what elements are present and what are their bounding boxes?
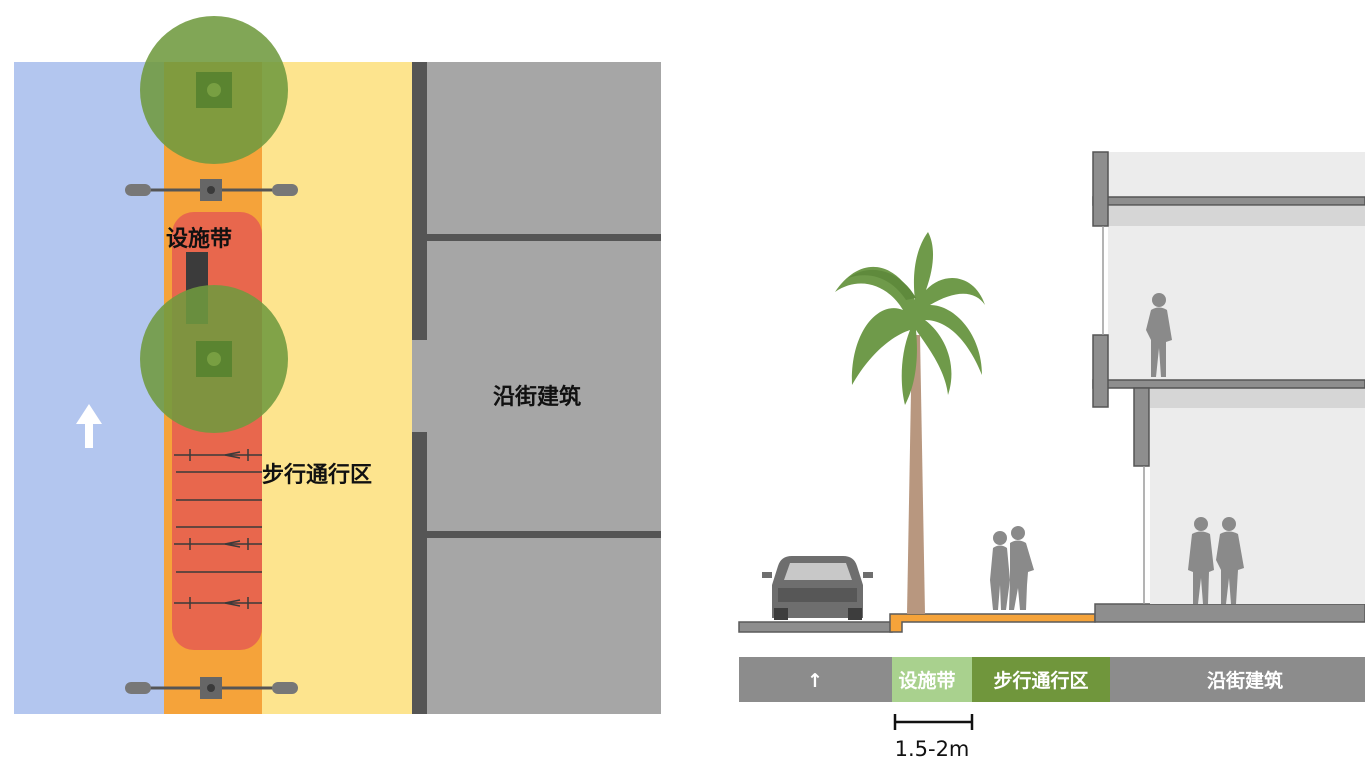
pedestrian-icon	[1188, 517, 1244, 604]
building-column-low	[1133, 387, 1150, 467]
road-lane	[14, 62, 164, 714]
legend-walk-zone-label: 步行通行区	[993, 669, 1088, 692]
legend-building	[1110, 657, 1365, 702]
building-interior-lower	[1150, 388, 1365, 604]
plan-view: 设施带 步行通行区 沿街建筑	[14, 16, 661, 714]
building-column-top	[1092, 151, 1109, 227]
building-divider-1	[427, 234, 661, 241]
car-icon	[762, 556, 873, 620]
building-front-wall-lower	[412, 432, 427, 714]
tree-icon	[140, 285, 288, 433]
building-block	[427, 62, 661, 714]
building-interior-mid	[1108, 206, 1365, 384]
legend-facility-zone-label: 设施带	[898, 669, 955, 692]
road-surface	[738, 621, 893, 633]
pedestrian-icon	[1146, 293, 1172, 377]
facility-zone-label: 设施带	[166, 226, 232, 252]
legend-road	[739, 657, 892, 702]
dimension-label: 1.5-2m	[895, 737, 970, 761]
building-divider-2	[427, 531, 661, 538]
walk-zone-label: 步行通行区	[262, 462, 372, 488]
street-lamp-icon	[125, 179, 298, 201]
walk-zone	[262, 62, 412, 714]
building-ceiling-band	[1108, 206, 1365, 226]
building-ceiling-band-lower	[1150, 388, 1365, 408]
tree-icon	[140, 16, 288, 164]
building-roof-slab	[1092, 196, 1365, 206]
building-floor2-slab	[1092, 379, 1365, 389]
legend-walk-zone	[972, 657, 1110, 702]
building-front-wall	[412, 62, 427, 340]
section-view: ↑ 设施带 步行通行区 沿街建筑 1.5-2m	[738, 151, 1365, 761]
bicycle-icon	[174, 449, 262, 609]
building-column-mid	[1092, 334, 1109, 408]
up-arrow-icon	[76, 404, 102, 448]
dimension-marker	[893, 714, 974, 730]
legend-facility-zone	[892, 657, 972, 702]
legend-building-label: 沿街建筑	[1207, 669, 1283, 692]
building-entrance	[412, 340, 427, 432]
sidewalk-surface	[889, 613, 1096, 633]
palm-tree-icon	[835, 232, 985, 614]
pedestrian-icon	[990, 526, 1034, 610]
legend-road-arrow: ↑	[807, 670, 823, 692]
building-floor-slab	[1094, 603, 1365, 623]
building-interior-upper	[1108, 152, 1365, 200]
building-label: 沿街建筑	[493, 384, 581, 410]
section-legend: ↑ 设施带 步行通行区 沿街建筑	[739, 657, 1365, 702]
street-lamp-icon	[125, 677, 298, 699]
